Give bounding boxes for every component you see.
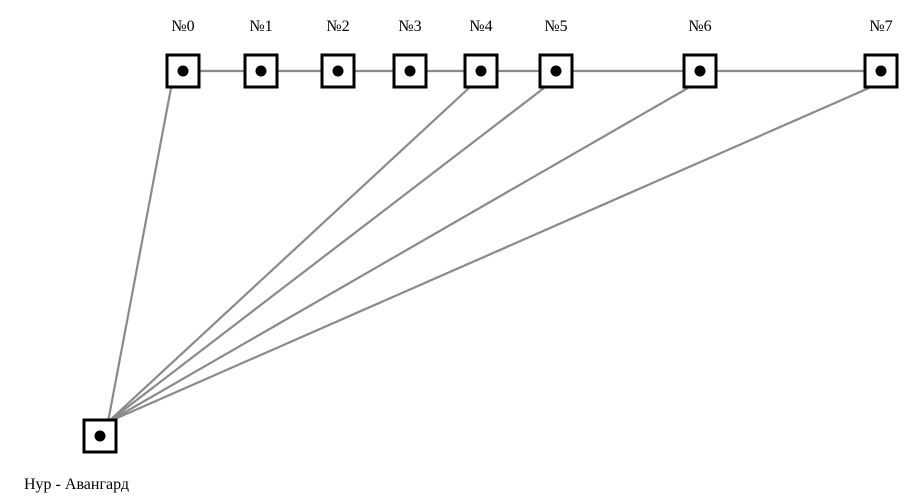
source-node[interactable] — [82, 418, 118, 454]
source-node-dot-icon — [94, 430, 106, 442]
station-node-0-dot-icon — [177, 65, 189, 77]
station-label-2: №2 — [326, 18, 349, 35]
station-label-6: №6 — [688, 18, 711, 35]
station-node-2-dot-icon — [332, 65, 344, 77]
station-node-1[interactable] — [243, 53, 279, 89]
station-label-1: №1 — [249, 18, 272, 35]
source-edge-to-station-4 — [107, 87, 470, 423]
nodes-layer — [82, 53, 899, 454]
station-node-2-box — [320, 53, 356, 89]
source-edge-to-station-7 — [107, 86, 870, 424]
station-node-0-box — [165, 53, 201, 89]
station-node-6-dot-icon — [694, 65, 706, 77]
station-node-3[interactable] — [392, 53, 428, 89]
station-node-0[interactable] — [165, 53, 201, 89]
station-label-0: №0 — [171, 18, 194, 35]
station-node-3-dot-icon — [404, 65, 416, 77]
station-label-3: №3 — [398, 18, 421, 35]
source-node-box — [82, 418, 118, 454]
source-edge-to-station-0 — [106, 87, 173, 423]
edges-layer — [106, 69, 881, 424]
station-node-5-box — [538, 53, 574, 89]
source-edge-to-station-5 — [107, 87, 545, 423]
station-label-4: №4 — [469, 18, 492, 35]
station-node-7[interactable] — [863, 53, 899, 89]
station-node-5[interactable] — [538, 53, 574, 89]
source-label: Нур - Авангард — [24, 476, 129, 493]
station-node-4[interactable] — [463, 53, 499, 89]
station-node-2[interactable] — [320, 53, 356, 89]
source-edge-to-station-6 — [107, 87, 689, 423]
station-node-6[interactable] — [682, 53, 718, 89]
station-node-4-dot-icon — [475, 65, 487, 77]
station-node-5-dot-icon — [550, 65, 562, 77]
station-node-1-dot-icon — [255, 65, 267, 77]
station-label-7: №7 — [869, 18, 892, 35]
station-node-7-dot-icon — [875, 65, 887, 77]
station-label-5: №5 — [544, 18, 567, 35]
